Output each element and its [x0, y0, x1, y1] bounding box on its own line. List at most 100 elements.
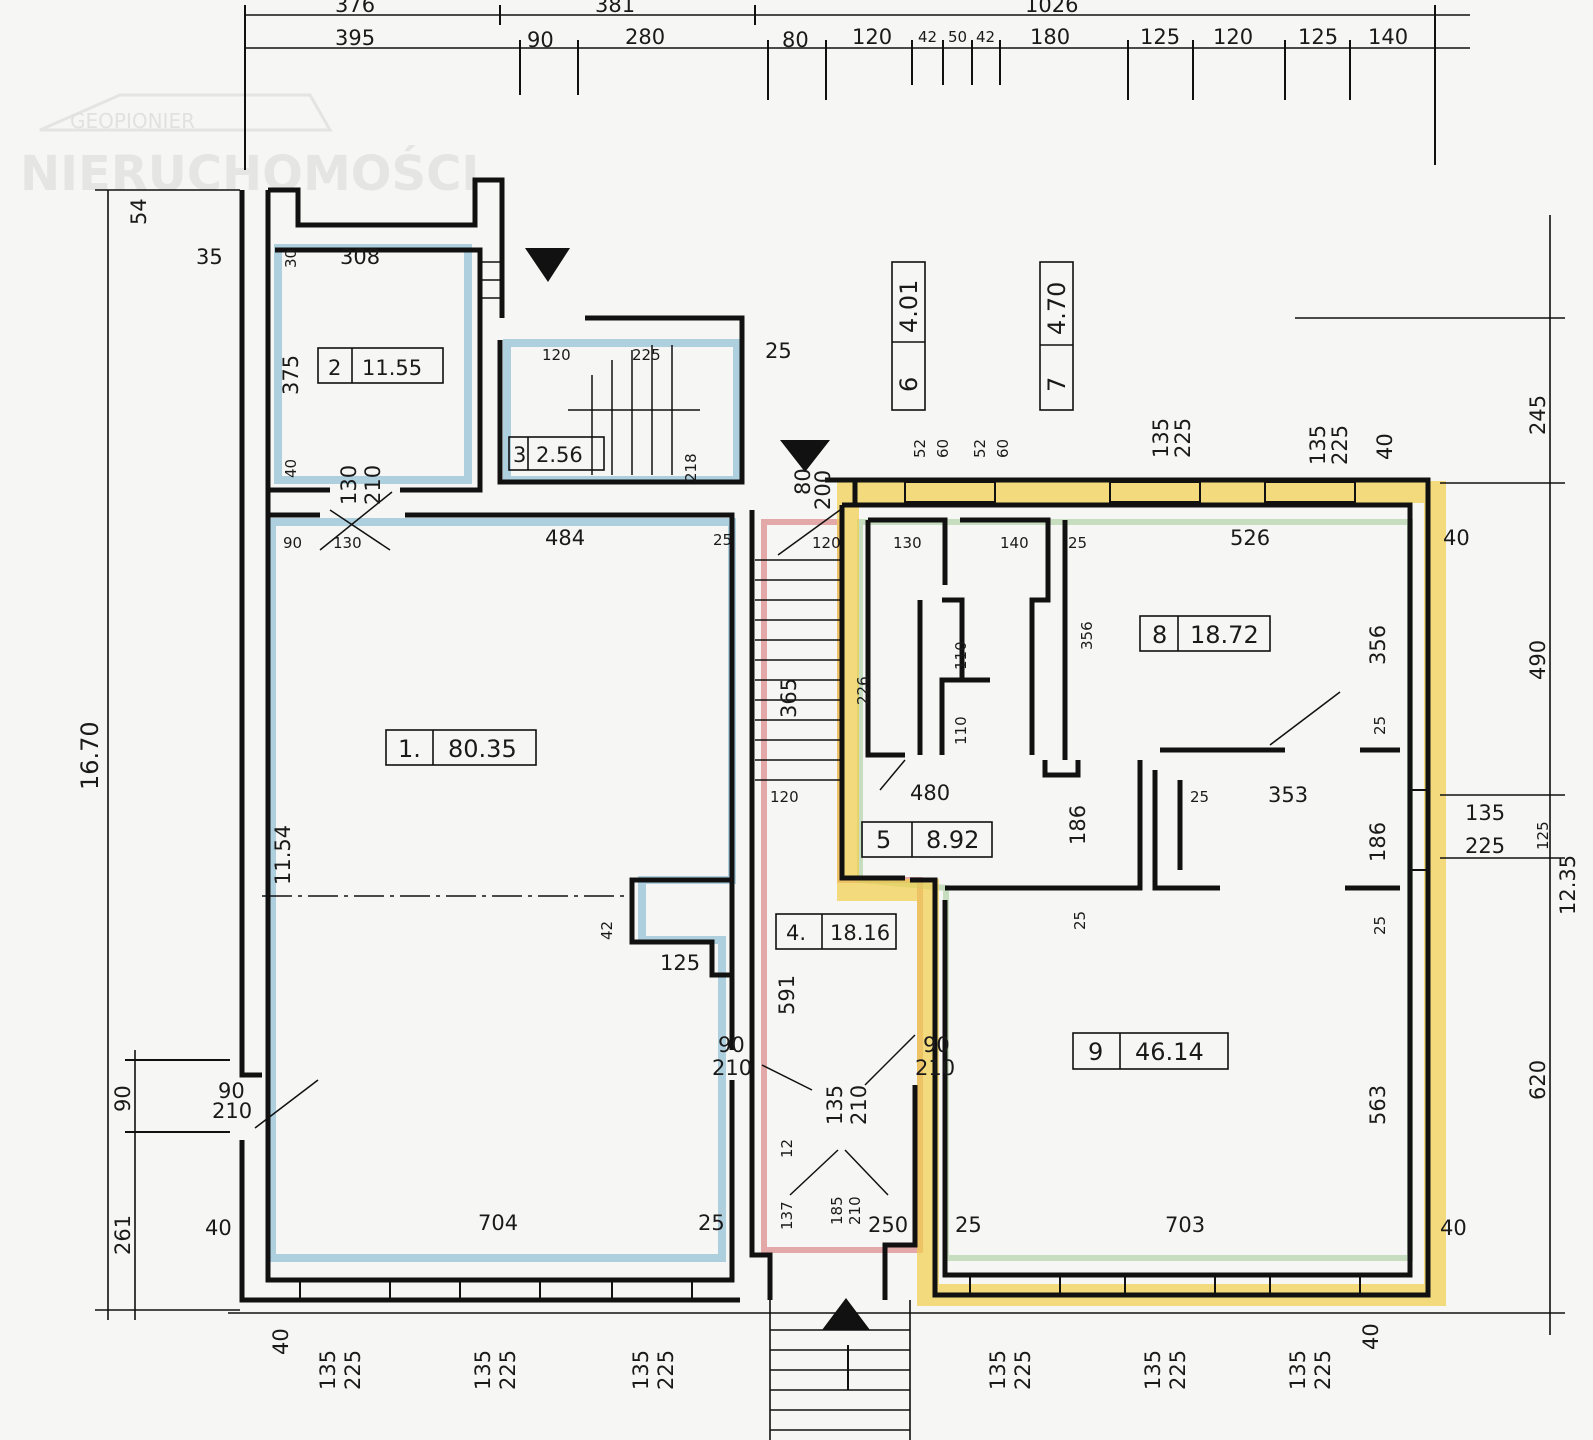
dim-top-42b: 42	[976, 28, 995, 46]
top-dimensions: 376 381 1026 395 90 280 80 120 42 50 42 …	[335, 0, 1408, 52]
dim-563: 563	[1366, 1085, 1390, 1125]
dim-480: 480	[910, 781, 950, 805]
dim-186: 186	[1066, 805, 1090, 845]
dim-225c: 225	[1328, 425, 1352, 465]
dim-356b: 356	[1078, 621, 1096, 650]
room-8-number: 8	[1152, 621, 1167, 649]
dim-bottom-135: 135	[316, 1350, 340, 1390]
dim-40d: 40	[1443, 526, 1470, 550]
dim-bottom-40a: 40	[269, 1328, 293, 1355]
dim-top-42a: 42	[918, 28, 937, 46]
dim-right-245: 245	[1526, 395, 1550, 435]
dim-40: 40	[282, 459, 300, 478]
triangle-icon	[822, 1298, 870, 1330]
dim-130c: 130	[893, 534, 922, 552]
dim-484: 484	[545, 526, 585, 550]
dim-25b: 25	[698, 1211, 725, 1235]
room-8-area: 18.72	[1190, 621, 1259, 649]
dim-bottom-135: 135	[1286, 1350, 1310, 1390]
dim-210c: 210	[712, 1056, 752, 1080]
dim-bottom-225: 225	[654, 1350, 678, 1390]
dim-25c: 25	[765, 339, 792, 363]
dim-25i: 25	[955, 1213, 982, 1237]
dim-40e: 40	[1440, 1216, 1467, 1240]
room-6-area: 4.01	[895, 280, 923, 333]
dim-353: 353	[1268, 783, 1308, 807]
dim-40c: 40	[1373, 433, 1397, 460]
stair-arrows	[525, 248, 870, 1390]
room-3-number: 3	[513, 443, 526, 467]
dim-bottom-225: 225	[496, 1350, 520, 1390]
dimension-lines	[95, 5, 1565, 1335]
dim-top-80: 80	[782, 28, 809, 52]
room-2-number: 2	[328, 356, 341, 380]
dim-52: 52	[911, 439, 929, 458]
dim-135c: 135	[1306, 425, 1330, 465]
watermark-line1: GEOPIONIER	[70, 109, 195, 133]
dim-210e: 210	[846, 1196, 864, 1225]
dim-top-180: 180	[1030, 25, 1070, 49]
dim-210: 210	[361, 465, 385, 505]
dim-40b: 40	[205, 1216, 232, 1240]
dim-bottom-225: 225	[341, 1350, 365, 1390]
dim-110b: 110	[952, 716, 970, 745]
dim-210f: 210	[915, 1056, 955, 1080]
dim-top-125b: 125	[1298, 25, 1338, 49]
dim-top-125a: 125	[1140, 25, 1180, 49]
dim-704: 704	[478, 1211, 518, 1235]
room-5-area: 8.92	[926, 826, 979, 854]
dim-top-1026: 1026	[1025, 0, 1078, 17]
dim-186b: 186	[1366, 822, 1390, 862]
room-labels	[317, 261, 1271, 1070]
dim-591: 591	[775, 975, 799, 1015]
dim-30: 30	[282, 249, 300, 268]
dim-1154: 11.54	[271, 825, 295, 885]
room-text: 2 11.55 3 2.56 1. 80.35 4. 18.16 5 8.92 …	[328, 280, 1259, 1066]
dim-25e: 25	[1190, 788, 1209, 806]
dim-225: 225	[632, 346, 661, 364]
dim-110: 110	[952, 641, 970, 670]
watermark-line2: NIERUCHOMOŚCI	[20, 145, 479, 202]
dim-210d: 210	[847, 1085, 871, 1125]
door-swings	[254, 491, 1341, 1196]
dim-218: 218	[682, 453, 700, 482]
dim-526: 526	[1230, 526, 1270, 550]
room-7-area: 4.70	[1043, 282, 1071, 335]
dim-225d: 225	[1465, 834, 1505, 858]
dim-bottom-135: 135	[1141, 1350, 1165, 1390]
room-2-area: 11.55	[362, 356, 422, 380]
dim-135: 135	[823, 1085, 847, 1125]
dim-top-120: 120	[852, 25, 892, 49]
dim-left-261: 261	[111, 1215, 135, 1255]
room-7-number: 7	[1043, 377, 1071, 392]
dim-210b: 210	[212, 1099, 252, 1123]
stair-treads	[480, 261, 910, 1431]
windows	[299, 481, 1429, 1301]
bottom-dimensions: 40 135 225 135 225 135 225 135 225 135 2…	[269, 1323, 1383, 1390]
dim-bottom-40b: 40	[1359, 1323, 1383, 1350]
dim-25h: 25	[1371, 916, 1389, 935]
dim-226: 226	[854, 676, 872, 705]
dim-top-376: 376	[335, 0, 375, 17]
dim-top-90: 90	[527, 28, 554, 52]
triangle-icon	[525, 248, 570, 282]
dim-135d: 135	[1465, 801, 1505, 825]
room-4-area: 18.16	[830, 921, 890, 945]
dim-right-1235: 12.35	[1556, 855, 1580, 915]
dim-60b: 60	[994, 439, 1012, 458]
dim-25f: 25	[1371, 716, 1389, 735]
room-3-area: 2.56	[536, 443, 583, 467]
dim-bottom-135: 135	[629, 1350, 653, 1390]
dim-130b: 130	[333, 534, 362, 552]
dim-left-54: 54	[127, 198, 151, 225]
dim-375: 375	[279, 355, 303, 395]
dim-right-125: 125	[1534, 821, 1552, 850]
dim-120: 120	[542, 346, 571, 364]
triangle-icon	[780, 440, 830, 472]
dim-top-395: 395	[335, 26, 375, 50]
dim-bottom-225: 225	[1166, 1350, 1190, 1390]
dim-left-90: 90	[111, 1085, 135, 1112]
dim-top-140: 140	[1368, 25, 1408, 49]
